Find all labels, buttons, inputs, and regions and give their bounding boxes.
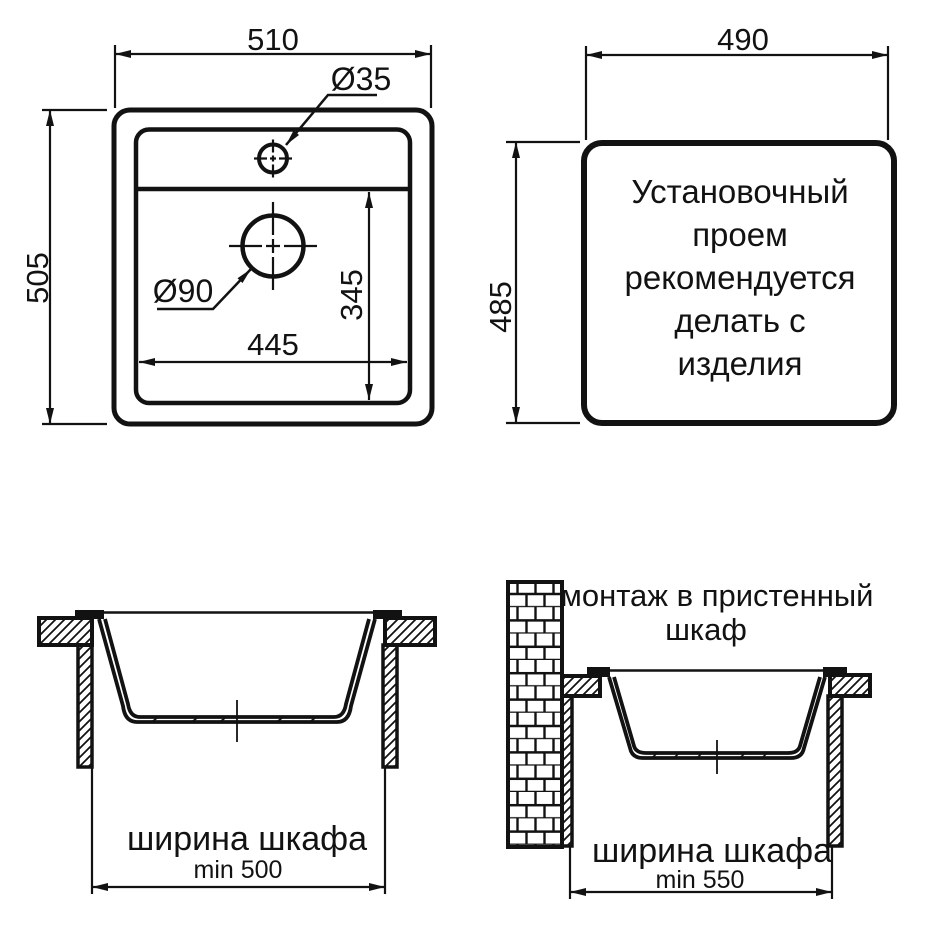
dim-510: 510	[113, 22, 433, 108]
cutout-note-line-3: рекомендуется	[625, 259, 856, 296]
dim-490-label: 490	[717, 22, 769, 57]
countertop-right	[383, 616, 437, 647]
cabinet-min-width-label: min 500	[194, 856, 283, 884]
arrowhead-left	[92, 883, 108, 891]
sink-rim-left	[587, 667, 610, 677]
arrowhead-left	[586, 51, 602, 59]
dim-505-label: 505	[20, 252, 55, 304]
cutout-outline	[581, 140, 897, 426]
bowl-bottom-ticks	[651, 752, 768, 759]
leader-arrowhead	[237, 269, 251, 283]
sink-outer-rim	[111, 107, 435, 427]
leader-arrowhead	[286, 130, 299, 145]
cutout-note-line-5: изделия	[678, 345, 803, 382]
cabinet-wall-left	[76, 643, 94, 769]
arrowhead-up	[365, 192, 373, 208]
countertop-left	[37, 616, 94, 647]
sink-inner-rim	[133, 127, 413, 406]
leader-faucet-hole: Ø35	[285, 61, 391, 146]
cutout-note-line-1: Установочный	[631, 173, 848, 210]
dim-445: 445	[139, 327, 407, 366]
dim-485-label: 485	[483, 281, 518, 333]
dim-min-500: ширина шкафа min 500	[90, 768, 387, 894]
wall-mount-title-line-2: шкаф	[665, 612, 747, 647]
arrowhead-right	[816, 888, 832, 896]
arrowhead-left	[139, 358, 155, 366]
cutout-note: Установочный проем рекомендуется делать …	[625, 173, 856, 382]
arrowhead-left	[115, 50, 131, 58]
arrowhead-down	[512, 407, 520, 423]
arrowhead-right	[369, 883, 385, 891]
cabinet-wall-left	[560, 694, 574, 848]
dim-min-550: ширина шкафа min 550	[568, 832, 834, 899]
section-wall-view: монтаж в пристенный шкаф ширина шкафа mi…	[506, 578, 874, 899]
cabinet-min-width-label: min 550	[656, 866, 745, 894]
arrowhead-right	[872, 51, 888, 59]
arrowhead-down	[365, 384, 373, 400]
dim-445-label: 445	[247, 327, 299, 362]
arrowhead-up	[46, 110, 54, 126]
countertop-left	[560, 674, 602, 698]
sink-top-view: 510 505 445 345 Ø35	[20, 22, 435, 427]
wall-mount-title-line-1: монтаж в пристенный	[561, 578, 874, 613]
sink-rim-right	[823, 667, 847, 677]
leader-drain-hole: Ø90	[153, 268, 252, 311]
cabinet-width-label: ширина шкафа	[127, 820, 367, 858]
dim-485: 485	[483, 140, 580, 425]
arrowhead-right	[415, 50, 431, 58]
arrowhead-down	[46, 408, 54, 424]
section-front-view: ширина шкафа min 500	[37, 610, 437, 894]
arrowhead-right	[391, 358, 407, 366]
dim-510-label: 510	[247, 22, 299, 57]
brick-wall	[506, 580, 564, 849]
sink-rim-right	[373, 610, 402, 619]
cutout-view: 490 485 Установочный проем рекомендуется…	[483, 22, 897, 426]
dim-490: 490	[584, 22, 890, 140]
dim-345: 345	[334, 192, 373, 400]
wall-mount-title: монтаж в пристенный шкаф	[561, 578, 874, 647]
arrowhead-up	[512, 142, 520, 158]
sink-rim-left	[75, 610, 104, 619]
dim-345-label: 345	[334, 269, 369, 321]
cabinet-width-label: ширина шкафа	[592, 832, 832, 870]
arrowhead-left	[570, 888, 586, 896]
dim-505: 505	[20, 108, 107, 426]
drain-hole-label: Ø90	[153, 273, 213, 309]
cabinet-wall-right	[381, 643, 399, 769]
faucet-hole-label: Ø35	[331, 61, 391, 97]
bowl-bottom-ticks	[151, 716, 317, 723]
countertop-right	[828, 673, 872, 698]
cutout-note-line-4: делать с	[674, 302, 805, 339]
cabinet-wall-right	[826, 694, 844, 848]
cutout-note-line-2: проем	[692, 216, 788, 253]
